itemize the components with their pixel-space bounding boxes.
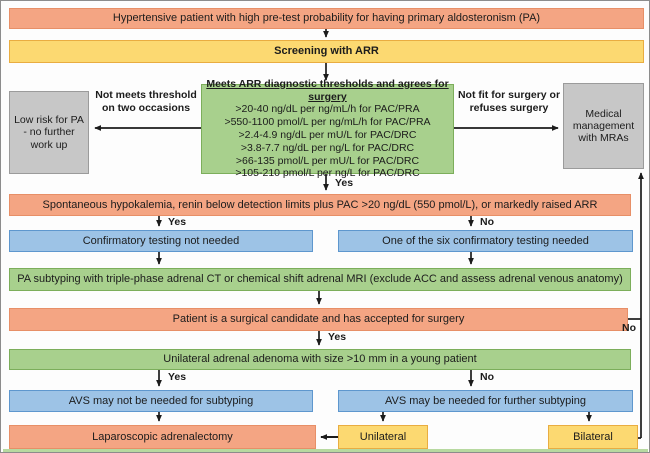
edge-label-no-confirmatory: No — [480, 216, 494, 228]
arr-criteria-line: >20-40 ng/dL per ng/mL/h for PAC/PRA — [235, 103, 420, 116]
node-hypertensive-patient: Hypertensive patient with high pre-test … — [9, 8, 644, 29]
node-low-risk: Low risk for PA - no further work up — [9, 91, 89, 174]
edge-label-no-adenoma: No — [480, 371, 494, 383]
edge-label-yes-arr: Yes — [335, 177, 354, 189]
node-avs-not-needed: AVS may not be needed for subtyping — [9, 390, 313, 412]
arr-criteria-line: >2.4-4.9 ng/dL per mU/L for PAC/DRC — [238, 129, 417, 141]
arr-criteria-line: >105-210 pmol/L per ng/L for PAC/DRC — [235, 167, 420, 180]
node-avs-needed: AVS may be needed for further subtyping — [338, 390, 633, 412]
arr-criteria-line: >66-135 pmol/L per mU/L for PAC/DRC — [235, 154, 420, 167]
edge-label-yes-surgery: Yes — [328, 331, 347, 343]
node-surgical-candidate: Patient is a surgical candidate and has … — [9, 308, 628, 331]
node-laparoscopic-adrenalectomy: Laparoscopic adrenalectomy — [9, 425, 316, 449]
edge-label-yes-adenoma: Yes — [168, 371, 187, 383]
edge-label-not-meets-threshold: Not meets threshold on two occasions — [95, 89, 197, 115]
node-arr-criteria: Meets ARR diagnostic thresholds and agre… — [201, 78, 454, 179]
node-confirmatory-not-needed: Confirmatory testing not needed — [9, 230, 313, 252]
edge-label-yes-confirmatory: Yes — [168, 216, 187, 228]
arr-criteria-line: >550-1100 pmol/L per ng/mL/h for PAC/PRA — [224, 116, 431, 129]
node-adenoma: Unilateral adrenal adenoma with size >10… — [9, 349, 631, 370]
arr-criteria-title: Meets ARR diagnostic thresholds and agre… — [206, 77, 449, 103]
node-bilateral: Bilateral — [548, 425, 638, 449]
cutoff-next-box-edge — [3, 449, 648, 452]
node-subtyping: PA subtyping with triple-phase adrenal C… — [9, 268, 631, 291]
edge-label-no-surgical: No — [622, 322, 636, 334]
node-screening-arr: Screening with ARR — [9, 40, 644, 63]
node-hypokalemia: Spontaneous hypokalemia, renin below det… — [9, 194, 631, 216]
arr-criteria-line: >3.8-7.7 ng/dL per ng/L for PAC/DRC — [240, 141, 415, 154]
node-medical-management: Medical management with MRAs — [563, 83, 644, 169]
edge-label-not-fit-surgery: Not fit for surgery or refuses surgery — [457, 89, 561, 115]
node-unilateral: Unilateral — [338, 425, 428, 449]
node-confirmatory-needed: One of the six confirmatory testing need… — [338, 230, 633, 252]
